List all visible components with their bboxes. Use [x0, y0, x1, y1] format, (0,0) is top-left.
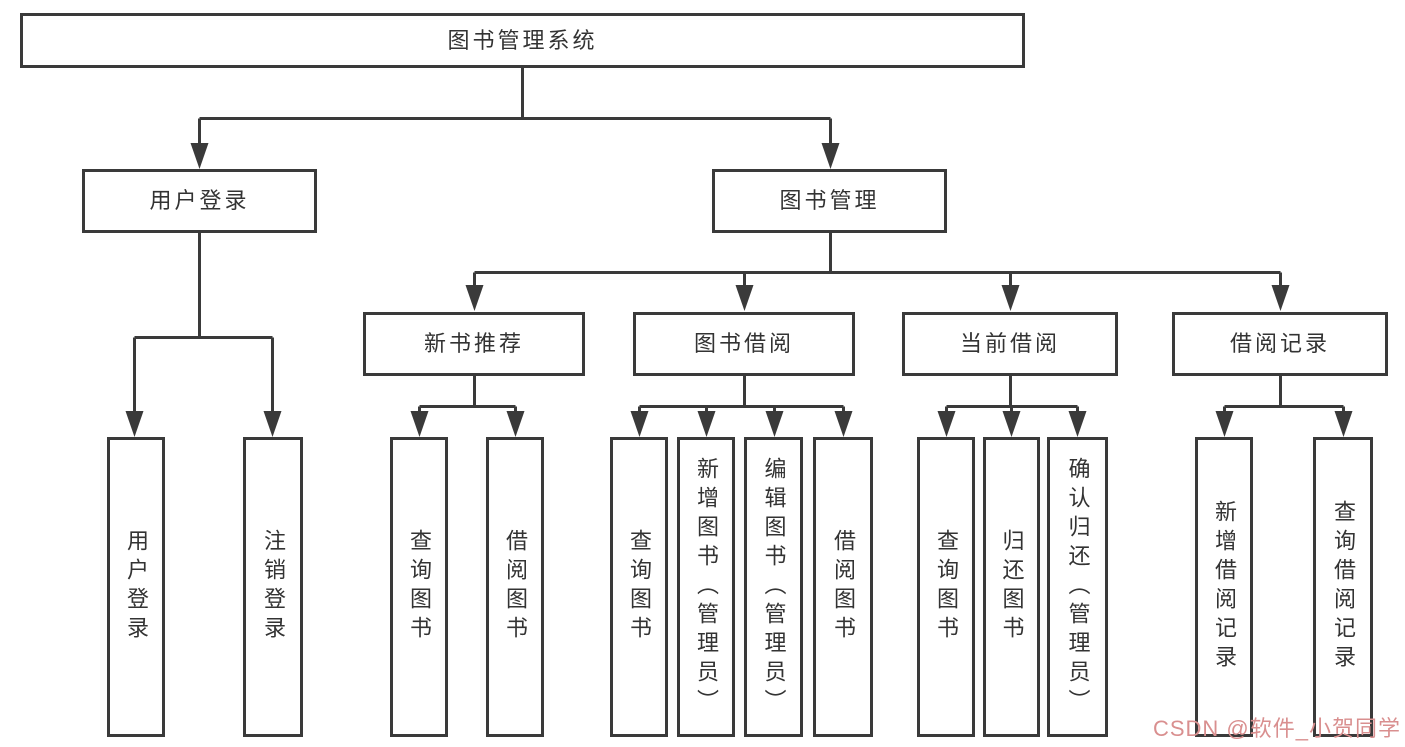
arrow-down-icon: [506, 411, 525, 437]
node-leaf-query-books-borrow: 查询图书: [610, 437, 668, 737]
node-library-management-system: 图书管理系统: [20, 13, 1025, 68]
node-user-login: 用户登录: [82, 169, 317, 233]
node-book-management: 图书管理: [712, 169, 947, 233]
connector-root-to-level2: [190, 68, 840, 169]
arrow-down-icon: [1001, 285, 1020, 311]
arrow-down-icon: [697, 411, 716, 437]
connector-book-borrow-group: [630, 375, 853, 437]
arrow-down-icon: [410, 411, 429, 437]
arrow-down-icon: [821, 143, 840, 169]
node-leaf-query-books-current: 查询图书: [917, 437, 975, 737]
node-leaf-borrow-books: 借阅图书: [813, 437, 873, 737]
watermark: CSDN @软件_小贺同学: [1152, 716, 1401, 741]
arrow-down-icon: [125, 411, 144, 437]
arrow-down-icon: [1271, 285, 1290, 311]
arrow-down-icon: [765, 411, 784, 437]
node-new-book-recommendation: 新书推荐: [363, 312, 585, 376]
arrow-down-icon: [1068, 411, 1087, 437]
arrow-down-icon: [630, 411, 649, 437]
arrow-down-icon: [465, 285, 484, 311]
arrow-down-icon: [1002, 411, 1021, 437]
node-leaf-logout: 注销登录: [243, 437, 303, 737]
arrow-down-icon: [263, 411, 282, 437]
connector-user-login-to-leaves: [125, 233, 282, 437]
node-leaf-user-login: 用户登录: [107, 437, 165, 737]
connector-borrow-records-group: [1215, 375, 1353, 437]
connector-book-management-to-groups: [465, 233, 1290, 311]
arrow-down-icon: [735, 285, 754, 311]
node-leaf-add-borrow-record: 新增借阅记录: [1195, 437, 1253, 737]
node-current-borrowing: 当前借阅: [902, 312, 1118, 376]
arrow-down-icon: [190, 143, 209, 169]
node-borrowing-records: 借阅记录: [1172, 312, 1388, 376]
node-leaf-borrow-books-recommend: 借阅图书: [486, 437, 544, 737]
connector-new-book-group: [410, 375, 525, 437]
connector-current-borrow-group: [937, 375, 1087, 437]
node-leaf-edit-book-admin: 编辑图书（管理员）: [744, 437, 803, 737]
node-leaf-add-book-admin: 新增图书（管理员）: [677, 437, 735, 737]
node-leaf-confirm-return-admin: 确认归还（管理员）: [1047, 437, 1108, 737]
arrow-down-icon: [1215, 411, 1234, 437]
node-book-borrowing: 图书借阅: [633, 312, 855, 376]
arrow-down-icon: [937, 411, 956, 437]
arrow-down-icon: [834, 411, 853, 437]
node-leaf-query-books-recommend: 查询图书: [390, 437, 448, 737]
node-leaf-return-book: 归还图书: [983, 437, 1040, 737]
node-leaf-query-borrow-record: 查询借阅记录: [1313, 437, 1373, 737]
arrow-down-icon: [1334, 411, 1353, 437]
